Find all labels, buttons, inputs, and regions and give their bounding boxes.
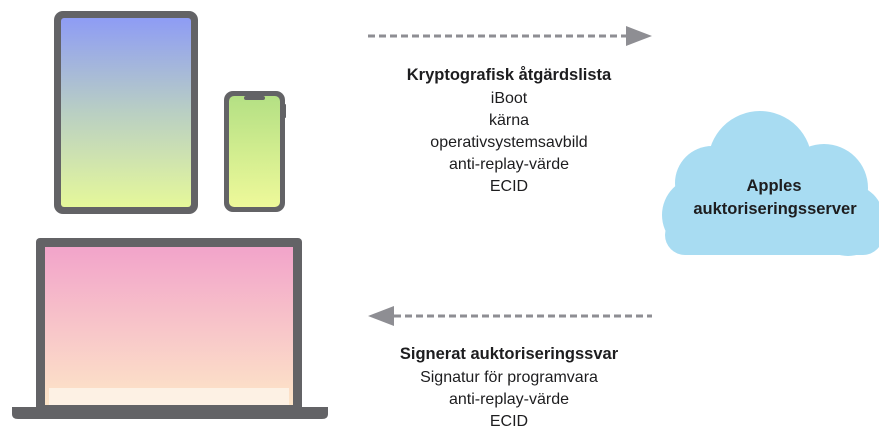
server-label-line2: auktoriseringsserver bbox=[693, 200, 857, 218]
response-text-block: Signerat auktoriseringssvar Signatur för… bbox=[400, 345, 619, 430]
response-item: ECID bbox=[490, 413, 528, 430]
response-title: Signerat auktoriseringssvar bbox=[400, 345, 619, 363]
request-text-block: Kryptografisk åtgärdslista iBoot kärna o… bbox=[407, 66, 612, 195]
response-item: Signatur för programvara bbox=[420, 369, 598, 386]
request-arrow bbox=[368, 26, 652, 46]
request-item: operativsystemsavbild bbox=[430, 134, 587, 151]
request-item: anti-replay-värde bbox=[449, 156, 569, 173]
request-item: ECID bbox=[490, 178, 528, 195]
request-title: Kryptografisk åtgärdslista bbox=[407, 66, 612, 84]
server-label-line1: Apples bbox=[746, 177, 801, 195]
response-arrow bbox=[368, 306, 652, 326]
response-item: anti-replay-värde bbox=[449, 391, 569, 408]
ipad-icon bbox=[54, 11, 198, 214]
iphone-icon bbox=[224, 91, 286, 212]
cloud-icon bbox=[662, 111, 879, 256]
macbook-icon bbox=[12, 238, 328, 419]
request-item: kärna bbox=[489, 112, 529, 129]
request-item: iBoot bbox=[491, 90, 528, 107]
